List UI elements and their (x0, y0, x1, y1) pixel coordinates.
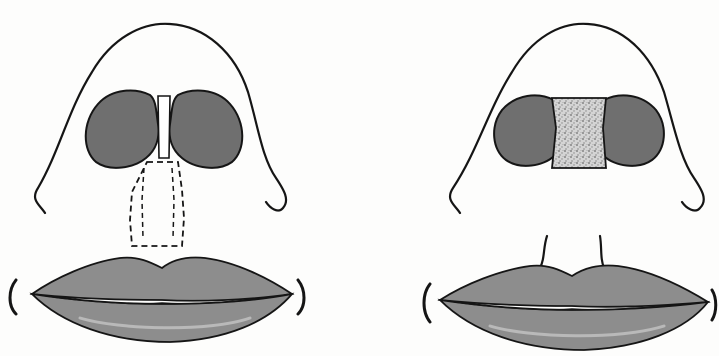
nostril-icon (170, 91, 243, 168)
philtrum-line-right (600, 236, 604, 268)
flap-inner-line (142, 168, 144, 238)
cheek-mark-right (298, 280, 304, 314)
lips-icon (32, 294, 292, 342)
nostril-icon (86, 91, 159, 168)
cheek-mark-left (424, 284, 430, 322)
flap-outline-icon (130, 162, 184, 246)
panel-before (10, 24, 304, 342)
cheek-mark-right (712, 290, 716, 320)
flap-inner-line (172, 168, 174, 238)
cheek-mark-left (10, 280, 16, 314)
graft-icon (552, 98, 606, 168)
nostril-icon (601, 95, 664, 165)
lips-icon (32, 257, 292, 300)
nostril-icon (494, 95, 557, 165)
columella-strip (158, 96, 170, 158)
lips-icon (440, 265, 708, 306)
lips-icon (440, 300, 708, 350)
panel-after (424, 24, 716, 350)
philtrum-line-left (540, 236, 547, 268)
